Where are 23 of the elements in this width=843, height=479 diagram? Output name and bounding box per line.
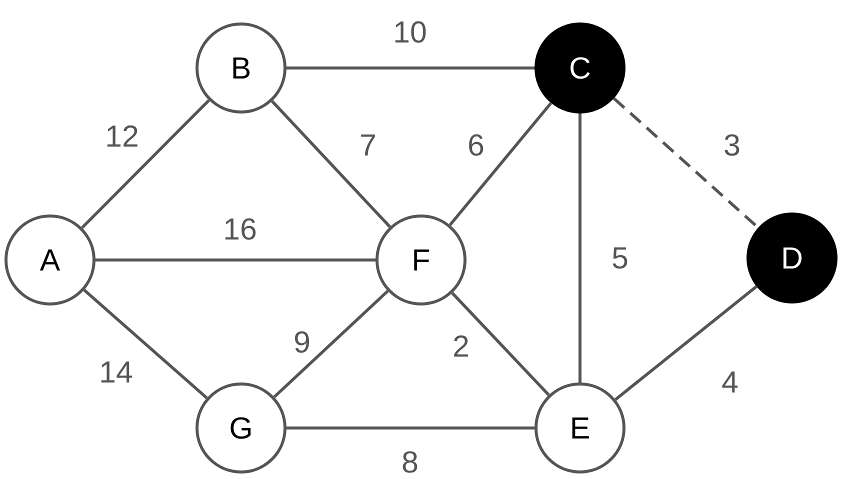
edge-label: 4 <box>722 372 738 392</box>
edge-label: 14 <box>101 362 132 382</box>
edge-label: 16 <box>225 218 256 240</box>
edge-label: 8 <box>402 451 418 473</box>
edge-label: 12 <box>107 125 138 147</box>
edge-line <box>286 426 534 430</box>
edge-line <box>451 292 550 396</box>
edge-label: 2 <box>454 335 468 357</box>
edge-label: 7 <box>361 134 375 156</box>
edge-line <box>448 102 552 226</box>
edge-line <box>273 290 389 398</box>
edge-label: 3 <box>724 134 740 156</box>
edge-line <box>271 100 391 228</box>
edge-line <box>614 285 758 401</box>
edge-line <box>83 288 208 400</box>
edge-line <box>81 99 210 229</box>
edge-line <box>96 258 376 262</box>
edge-label: 10 <box>395 21 426 43</box>
edge-line <box>286 66 534 70</box>
edge-line <box>578 114 582 382</box>
edge-label: 5 <box>612 247 628 269</box>
edge-label: 9 <box>294 331 310 353</box>
edge-label: 6 <box>469 134 484 156</box>
